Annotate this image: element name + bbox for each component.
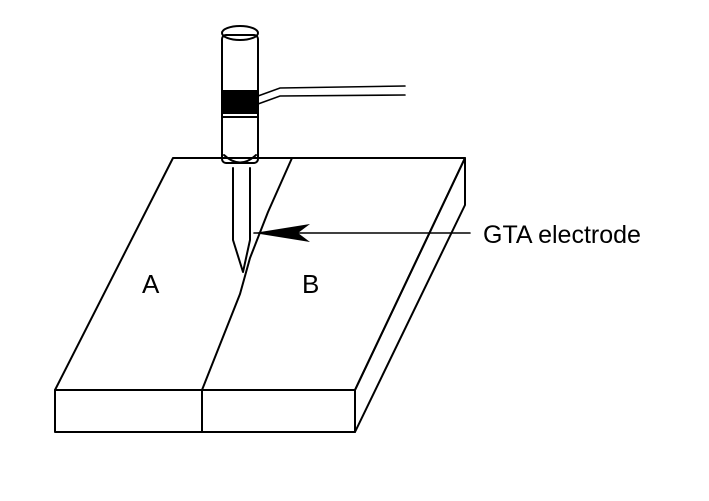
torch-band <box>222 90 258 114</box>
joint-line <box>201 157 293 391</box>
electrode <box>232 167 251 273</box>
plate-top-surface <box>54 157 466 391</box>
torch-nozzle <box>223 154 257 164</box>
torch-cap <box>221 25 259 41</box>
plate-right-face <box>354 157 466 433</box>
arrowhead-icon <box>254 224 310 242</box>
plate-a-label: A <box>142 269 160 299</box>
workpiece <box>54 157 466 433</box>
torch-cable-lower <box>257 94 406 105</box>
gta-torch-icon <box>221 25 406 273</box>
torch-cable <box>257 85 406 97</box>
electrode-callout <box>253 224 471 242</box>
plate-b-label: B <box>302 269 319 299</box>
plate-front-face <box>54 389 356 433</box>
electrode-label: GTA electrode <box>483 221 641 249</box>
